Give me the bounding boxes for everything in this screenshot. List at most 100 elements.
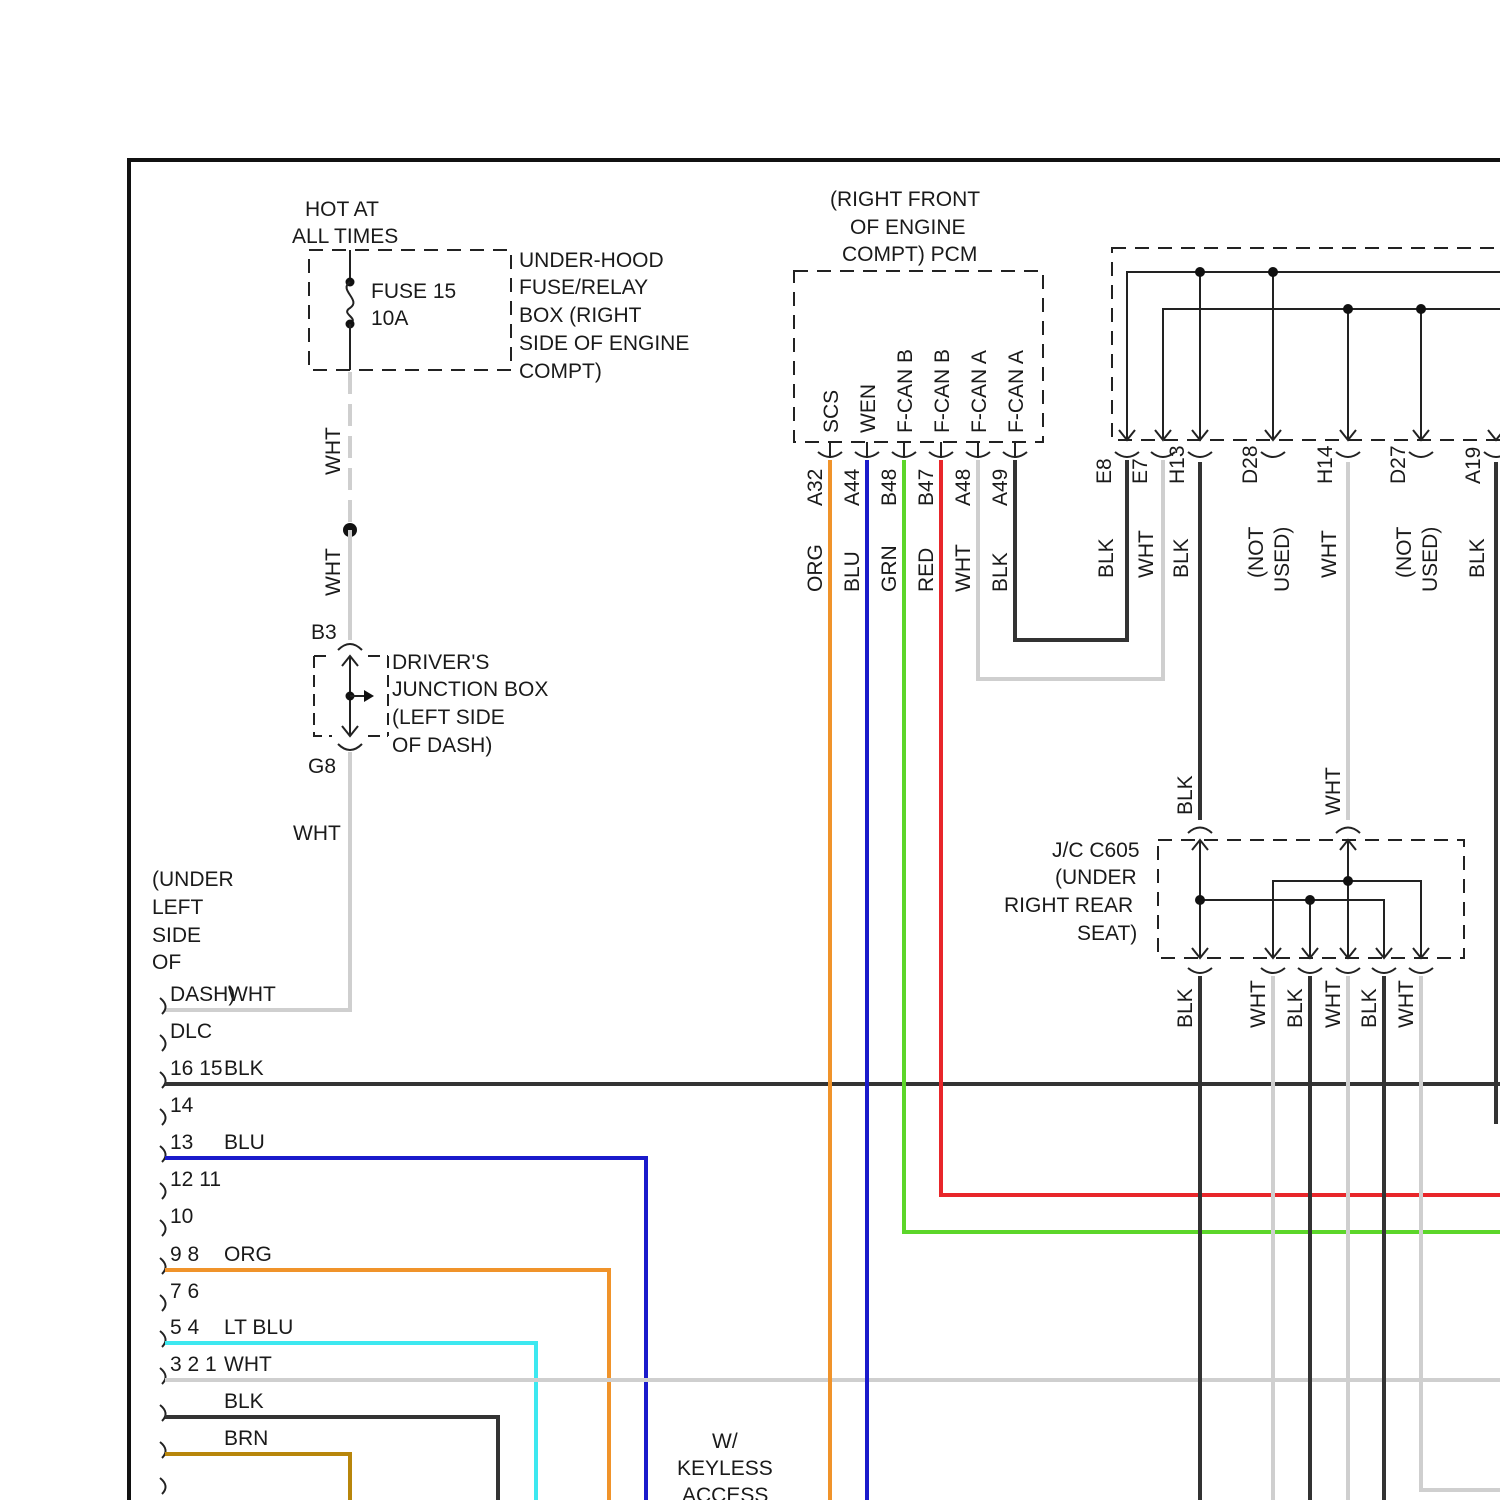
module-pin-wire-label: WHT [1135, 530, 1158, 578]
djb-terminal-bottom: G8 [308, 755, 336, 778]
pcm-pin-signal-label: SCS [820, 390, 843, 433]
dlc-pin-cavity [160, 1072, 166, 1088]
dlc-pin-cavity [160, 1146, 166, 1162]
dlc-wire-color-label: ORG [224, 1243, 272, 1266]
pcm-pin-group: SCSA32ORGWENA44BLUF-CAN BB48GRNF-CAN BB4… [804, 349, 1028, 592]
dlc-pin-numbers: 12 11 [170, 1168, 221, 1191]
jc-pin-connector [1298, 968, 1322, 973]
dlc-location-4: OF [152, 951, 181, 974]
djb-connector-bottom [338, 744, 362, 750]
dlc-pin-numbers: 14 [170, 1094, 194, 1117]
dlc-pin-numbers: 9 8 [170, 1243, 199, 1266]
jc-label-4: SEAT) [1077, 922, 1137, 945]
dlc-brn-wire [165, 1454, 350, 1500]
underhood-label-2: FUSE/RELAY [519, 276, 648, 299]
djb-label-4: OF DASH) [392, 734, 492, 757]
module-pin-terminal-label: H14 [1314, 445, 1337, 484]
dlc-pin-cavity [160, 1478, 166, 1494]
dlc-org-wire [165, 1270, 609, 1500]
pcm-pin-wire-label: GRN [878, 545, 901, 592]
djb-label-3: (LEFT SIDE [392, 706, 505, 729]
jc-node-wht [1343, 876, 1353, 886]
jc-node-blk-2 [1305, 895, 1315, 905]
module-bus-b [1163, 309, 1500, 440]
module-pin-connector [1484, 452, 1500, 457]
jc-top-arrows [1192, 840, 1356, 850]
pcm-pin-signal-label: F-CAN B [931, 349, 954, 433]
module-pin-connector [1409, 452, 1433, 457]
jc-label-2: (UNDER [1055, 866, 1137, 889]
djb-label-1: DRIVER'S [392, 651, 489, 674]
pcm-pin-wire-label: RED [915, 548, 938, 592]
module-node-2 [1268, 267, 1278, 277]
dlc-pin-cavity [160, 1220, 166, 1236]
djb-branch-arrow [364, 690, 374, 702]
dlc-wire-label-wht: WHT [228, 983, 276, 1006]
pcm-pin-signal-label: F-CAN A [1005, 350, 1028, 433]
pcm-pin-terminal-label: A48 [952, 469, 975, 506]
dlc-wire-color-label: BLU [224, 1131, 265, 1154]
dlc-pin-numbers: 10 [170, 1205, 193, 1228]
dlc-location-5: DASH) [170, 983, 235, 1006]
jc-pin-connector [1409, 968, 1433, 973]
pcm-pin-wire-label: WHT [952, 544, 975, 592]
module-pin-terminal-label: D27 [1387, 445, 1410, 484]
dlc-location-2: LEFT [152, 896, 204, 919]
module-node-3 [1343, 304, 1353, 314]
pcm-pin-terminal-label: A44 [841, 468, 864, 506]
dlc-wire-color-label: BRN [224, 1427, 268, 1450]
jc-blk-bus [1200, 900, 1384, 958]
keyless-label-3: ACCESS [682, 1484, 768, 1500]
dlc-pin-cavity [160, 1442, 166, 1458]
module-pin-terminal-label: A19 [1462, 447, 1485, 484]
dlc-pin-cavity [160, 1109, 166, 1125]
dlc-wire-color-label: LT BLU [224, 1316, 293, 1339]
pcm-pin-signal-label: F-CAN B [894, 349, 917, 433]
module-pin-wire-label: (NOT [1245, 527, 1268, 578]
dlc-pin-cavity [160, 1035, 166, 1051]
jc-pin-connector [1261, 968, 1285, 973]
dlc-pin-numbers: 13 [170, 1131, 193, 1154]
underhood-label-4: SIDE OF ENGINE [519, 332, 689, 355]
jc-bottom-wire-label: WHT [1395, 980, 1418, 1028]
fuse-wire-label-2: WHT [322, 548, 345, 596]
module-pin-wire-label: (NOT [1393, 527, 1416, 578]
module-pin-connector [1336, 452, 1360, 457]
dlc-location-1: (UNDER [152, 868, 234, 891]
djb-terminal-top: B3 [311, 621, 337, 644]
module-pin-arrow [1488, 430, 1500, 440]
fuse-rating-label: 10A [371, 307, 408, 330]
dlc-pin-cavity [160, 1183, 166, 1199]
dlc-pin-cavity [160, 998, 166, 1014]
keyless-label-2: KEYLESS [677, 1457, 773, 1480]
all-times-label: ALL TIMES [292, 225, 398, 248]
underhood-fuse-box [309, 250, 511, 370]
pcm-label-2: OF ENGINE [850, 216, 966, 239]
module-pin-wire-label: BLK [1095, 538, 1118, 578]
pcm-pin-terminal-label: B48 [878, 469, 901, 506]
dlc-pin-numbers: 3 2 1 [170, 1353, 217, 1376]
jc-node-blk-1 [1195, 895, 1205, 905]
underhood-label-3: BOX (RIGHT [519, 304, 642, 327]
jc-pin-connector [1336, 968, 1360, 973]
jc-pin-connector [1188, 968, 1212, 973]
pcm-pin-terminal-label: A49 [989, 469, 1012, 506]
dlc-name-label: DLC [170, 1020, 212, 1043]
module-bus-a [1127, 272, 1500, 440]
pcm-pin-terminal-label: A32 [804, 469, 827, 506]
djb-connector-top [338, 644, 362, 650]
fuse-wire-label-1: WHT [322, 427, 345, 475]
hot-at-label: HOT AT [305, 198, 379, 221]
module-node-4 [1416, 304, 1426, 314]
module-node-1 [1195, 267, 1205, 277]
jc-top-wire-label-blk: BLK [1174, 775, 1197, 815]
dlc-pin-cavity [160, 1368, 166, 1384]
jc-top-connectors [1188, 828, 1360, 834]
dlc-wire-color-label: BLK [224, 1057, 264, 1080]
dlc-pin-cavity [160, 1258, 166, 1274]
dlc-pin-numbers: 5 4 [170, 1316, 200, 1339]
